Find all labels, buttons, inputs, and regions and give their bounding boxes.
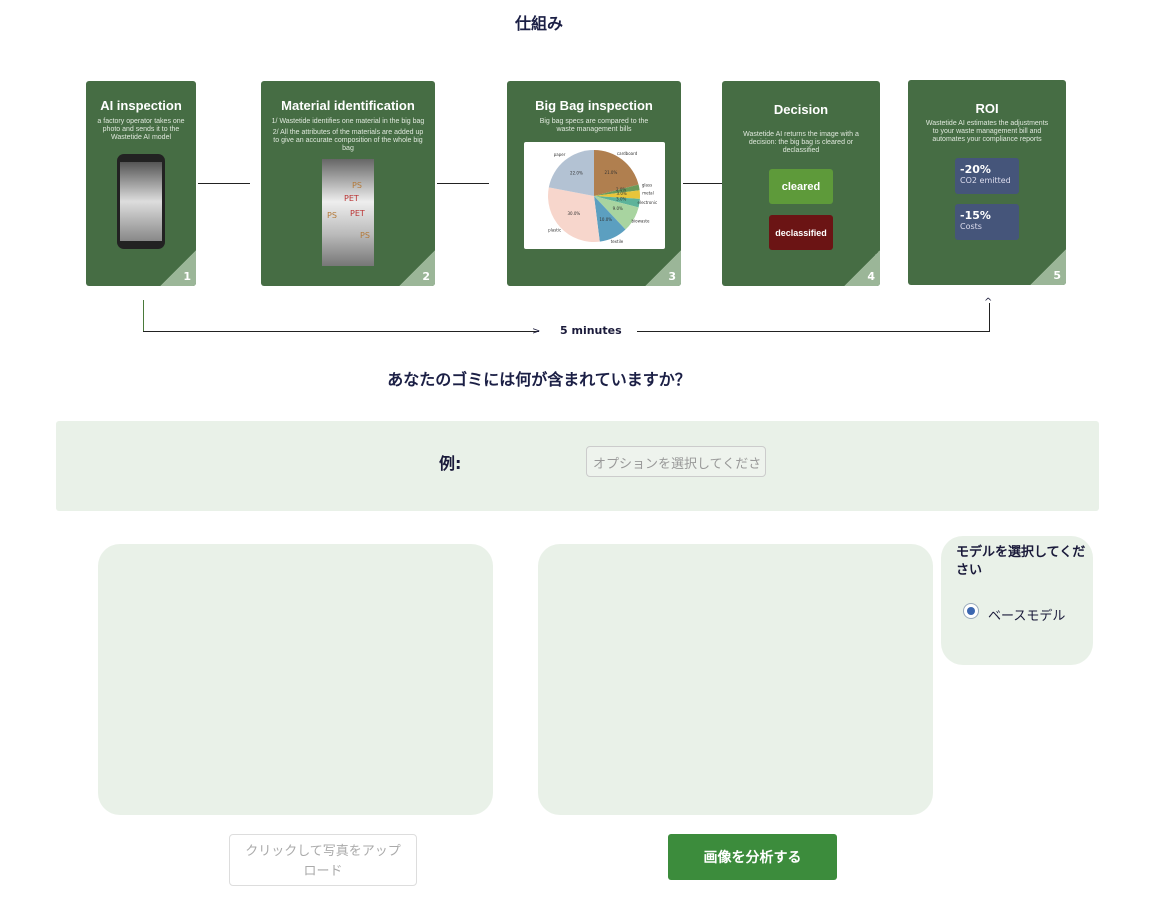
arrow-head: > [532,326,541,337]
pie-slice-plastic [547,187,600,242]
pie-value-label: 2.0% [616,187,626,192]
pie-slice-cardboard [593,150,639,196]
analyze-button[interactable]: 画像を分析する [668,834,837,880]
step-number: 4 [867,270,875,283]
step-number: 3 [668,270,676,283]
section-title: 仕組み [514,14,563,33]
step-desc: Wastetide AI estimates the adjustments t… [925,120,1049,143]
pie-slice-biowaste [593,196,639,230]
step-card-material-identification: Material identification 1/ Wastetide ide… [261,81,435,286]
pie-value-label: 30.0% [567,211,580,216]
step-title: Decision [773,102,829,117]
question-heading: あなたのゴミには何が含まれていますか？ [387,370,691,389]
step-desc: Big bag specs are compared to the waste … [539,118,649,133]
step-card-ai-inspection: AI inspection a factory operator takes o… [86,81,196,286]
tag: PS [352,181,362,190]
pie-slice-paper [548,150,594,196]
step-desc: 2/ All the attributes of the materials a… [272,129,424,152]
example-select[interactable]: オプションを選択してくださ [586,446,766,477]
step-number: 5 [1053,269,1061,282]
timeline-line [143,300,144,331]
arrow [198,183,250,184]
step-number: 1 [183,270,191,283]
pie-label: electronic [637,200,657,205]
model-select-panel: モデルを選択してください ベースモデル [941,536,1093,665]
step-title: ROI [975,101,999,116]
step-card-roi: ROI Wastetide AI estimates the adjustmen… [908,80,1066,285]
step-desc: Wastetide AI returns the image with a de… [743,131,859,154]
declassified-badge: declassified [769,215,833,250]
pie-value-label: 10.0% [599,217,612,222]
step-number: 2 [422,270,430,283]
arrow [437,183,489,184]
step-title: Material identification [281,98,415,113]
timeline-line [989,303,990,331]
tag: PS [327,211,337,220]
phone-image [117,154,165,249]
example-label: 例: [439,454,462,473]
metric-value: -15% [960,209,991,222]
pie-label: plastic [548,228,561,233]
pie-value-label: 22.0% [570,171,583,176]
examples-panel: 例: オプションを選択してくださ [56,421,1099,511]
pie-slice-metal [593,190,640,199]
pie-slice-textile [593,196,625,242]
connector [683,183,722,184]
pie-value-label: 9.0% [612,206,622,211]
result-image-area [538,544,933,815]
timeline-label: 5 minutes [560,324,622,337]
tag: PET [350,209,365,218]
model-select-title: モデルを選択してください [956,545,1086,578]
metric-label: Costs [960,222,982,231]
timeline-line [637,331,990,332]
step-desc: a factory operator takes one photo and s… [97,118,185,141]
tag: PS [360,231,370,240]
pie-label: metal [642,190,654,195]
metric-label: CO2 emitted [960,176,1011,185]
step-title: Big Bag inspection [535,98,653,113]
metric-value: -20% [960,163,991,176]
pie-label: textile [610,239,623,244]
upload-button[interactable]: クリックして写真をアップロード [229,834,417,886]
pie-label: paper [553,152,565,157]
pie-slice-electronic [593,196,640,208]
pie-label: cardboard [616,151,637,156]
tag: PET [344,194,359,203]
co2-metric: -20%CO2 emitted [955,158,1019,194]
radio-label[interactable]: ベースモデル [988,609,1066,624]
cost-metric: -15%Costs [955,204,1019,240]
pie-label: biowaste [631,218,649,223]
upload-image-area[interactable] [98,544,493,815]
cleared-badge: cleared [769,169,833,204]
pie-value-label: 3.0% [616,191,626,196]
pie-value-label: 21.0% [604,170,617,175]
step-desc: 1/ Wastetide identifies one material in … [271,118,425,125]
pie-label: glass [641,182,651,187]
pie-value-label: 3.0% [616,196,626,201]
step-card-big-bag-inspection: Big Bag inspection Big bag specs are com… [507,81,681,286]
material-photo: PS PET PET PS PS [322,159,374,266]
step-title: AI inspection [100,98,182,113]
composition-pie-chart: cardboard 21.0% glass 2.0% metal 3.0% electron… [547,150,657,244]
radio-base-model[interactable] [963,603,979,619]
step-card-decision: Decision Wastetide AI returns the image … [722,81,880,286]
timeline-line [143,331,539,332]
pie-slice-glass [593,184,640,196]
arrow-up-icon: ^ [984,297,993,308]
